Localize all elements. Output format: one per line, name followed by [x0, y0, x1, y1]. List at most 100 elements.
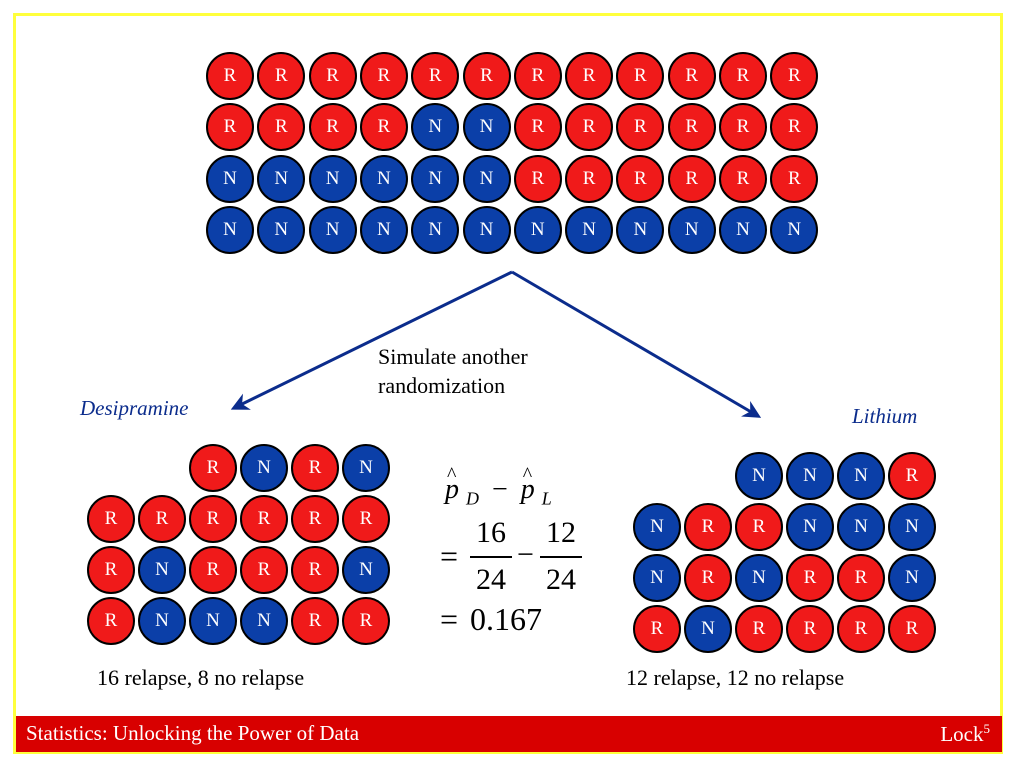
desipramine-ball-no-relapse: N	[138, 597, 186, 645]
combined-ball-relapse: R	[616, 154, 665, 203]
combined-ball-relapse: R	[719, 52, 767, 100]
combined-ball-relapse: R	[565, 103, 614, 152]
combined-ball-no-relapse: N	[411, 205, 460, 254]
lithium-ball-relapse: R	[735, 503, 783, 551]
combined-ball-no-relapse: N	[770, 205, 819, 254]
lithium-ball-no-relapse: N	[735, 452, 783, 500]
combined-ball-no-relapse: N	[616, 205, 665, 254]
lithium-ball-relapse: R	[888, 452, 936, 500]
combined-ball-relapse: R	[513, 154, 562, 203]
combined-ball-no-relapse: N	[359, 154, 408, 203]
combined-ball-no-relapse: N	[257, 205, 306, 254]
combined-ball-relapse: R	[616, 52, 665, 100]
fraction-1-bar	[470, 556, 512, 558]
desipramine-ball-relapse: R	[291, 546, 339, 594]
combined-ball-relapse: R	[667, 103, 716, 152]
combined-ball-relapse: R	[206, 103, 254, 152]
lithium-ball-no-relapse: N	[888, 554, 936, 602]
arrow-to-desipramine	[230, 270, 513, 410]
lithium-ball-relapse: R	[888, 605, 936, 653]
lithium-ball-relapse: R	[633, 605, 681, 653]
combined-ball-relapse: R	[513, 52, 562, 100]
lithium-ball-no-relapse: N	[633, 554, 681, 602]
footer-title: Statistics: Unlocking the Power of Data	[26, 721, 360, 745]
lithium-summary: 12 relapse, 12 no relapse	[626, 665, 845, 690]
instruction-text: Simulate another randomization	[378, 342, 528, 400]
formula-result: 0.167	[470, 601, 542, 637]
fraction-2-bar	[540, 556, 582, 558]
lithium-ball-relapse: R	[684, 503, 732, 551]
combined-ball-relapse: R	[770, 154, 819, 203]
desipramine-ball-no-relapse: N	[342, 546, 390, 594]
desipramine-ball-relapse: R	[240, 546, 288, 594]
subscript-d: D	[466, 488, 479, 509]
p-hat-d: p	[445, 474, 459, 505]
combined-ball-no-relapse: N	[411, 154, 460, 203]
fraction-1-numerator: 16	[476, 516, 506, 549]
desipramine-ball-relapse: R	[342, 597, 390, 645]
combined-ball-no-relapse: N	[411, 103, 460, 152]
instruction-line-2: randomization	[378, 373, 506, 398]
formula-minus-1: −	[492, 474, 508, 505]
combined-ball-relapse: R	[359, 103, 408, 152]
combined-ball-relapse: R	[667, 154, 716, 203]
lithium-ball-no-relapse: N	[786, 503, 834, 551]
footer-author-sup: 5	[983, 721, 991, 736]
desipramine-ball-no-relapse: N	[240, 444, 288, 492]
desipramine-summary: 16 relapse, 8 no relapse	[97, 665, 305, 690]
desipramine-ball-relapse: R	[87, 495, 135, 543]
fraction-1-denominator: 24	[476, 563, 506, 596]
desipramine-ball-relapse: R	[291, 444, 339, 492]
combined-ball-relapse: R	[513, 103, 562, 152]
combined-ball-no-relapse: N	[206, 205, 254, 254]
equals-1: =	[440, 538, 459, 574]
combined-ball-relapse: R	[770, 103, 819, 152]
combined-ball-no-relapse: N	[667, 205, 716, 254]
combined-ball-relapse: R	[770, 52, 819, 100]
combined-ball-relapse: R	[308, 52, 357, 100]
desipramine-ball-relapse: R	[189, 444, 237, 492]
p-hat-l: p	[520, 474, 535, 505]
hat-symbol: ^	[447, 464, 457, 486]
fraction-2-denominator: 24	[546, 563, 576, 596]
combined-ball-no-relapse: N	[462, 103, 511, 152]
combined-ball-no-relapse: N	[565, 205, 614, 254]
lithium-ball-relapse: R	[735, 605, 783, 653]
desipramine-ball-relapse: R	[87, 546, 135, 594]
desipramine-ball-relapse: R	[291, 495, 339, 543]
arrow-to-lithium	[511, 270, 762, 418]
combined-ball-no-relapse: N	[359, 205, 408, 254]
lithium-ball-relapse: R	[837, 605, 885, 653]
instruction-line-1: Simulate another	[378, 344, 528, 369]
combined-ball-relapse: R	[462, 52, 511, 100]
combined-ball-relapse: R	[308, 103, 357, 152]
lithium-ball-no-relapse: N	[888, 503, 936, 551]
combined-ball-no-relapse: N	[206, 154, 254, 203]
desipramine-ball-no-relapse: N	[138, 546, 186, 594]
combined-ball-relapse: R	[206, 52, 254, 100]
combined-ball-relapse: R	[257, 52, 306, 100]
formula-line-1: p^ D − p^ L	[445, 464, 552, 510]
combined-ball-relapse: R	[616, 103, 665, 152]
lithium-ball-relapse: R	[786, 554, 834, 602]
lithium-ball-no-relapse: N	[684, 605, 732, 653]
desipramine-ball-relapse: R	[291, 597, 339, 645]
lithium-ball-no-relapse: N	[633, 503, 681, 551]
desipramine-ball-no-relapse: N	[189, 597, 237, 645]
lithium-ball-relapse: R	[786, 605, 834, 653]
combined-ball-no-relapse: N	[513, 205, 562, 254]
desipramine-ball-relapse: R	[240, 495, 288, 543]
combined-ball-relapse: R	[257, 103, 306, 152]
lithium-ball-no-relapse: N	[837, 503, 885, 551]
footer-author-name: Lock	[940, 722, 984, 746]
lithium-ball-no-relapse: N	[786, 452, 834, 500]
lithium-label: Lithium	[852, 404, 918, 428]
lithium-ball-no-relapse: N	[837, 452, 885, 500]
combined-ball-no-relapse: N	[462, 205, 511, 254]
desipramine-ball-relapse: R	[138, 495, 186, 543]
combined-ball-no-relapse: N	[462, 154, 511, 203]
desipramine-ball-relapse: R	[342, 495, 390, 543]
combined-ball-no-relapse: N	[308, 154, 357, 203]
desipramine-ball-relapse: R	[189, 495, 237, 543]
